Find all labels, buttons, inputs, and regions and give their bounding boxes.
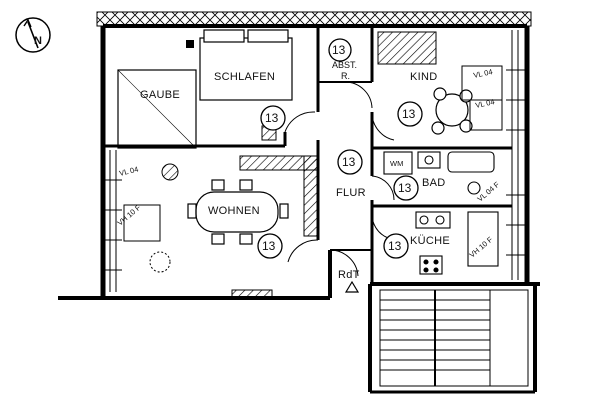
label-vl-wohnen: VL 04 (118, 165, 139, 178)
gaube-dormer (117, 69, 197, 149)
bad-fixtures (383, 151, 495, 195)
compass: N (15, 17, 51, 53)
room-label-bad: BAD (422, 177, 446, 189)
kind-wardrobe (377, 31, 437, 65)
outer-walls (58, 24, 540, 394)
label-vh-wohnen: VH 10 F (116, 203, 143, 228)
room-label-kind: KIND (410, 71, 437, 83)
label-vh-kueche: VH 10 F (468, 235, 495, 260)
room-label-flur: FLUR (336, 187, 366, 199)
room-label-rdt: RdT (338, 269, 360, 281)
north-label: N (34, 35, 42, 47)
doors (284, 81, 395, 277)
room-label-abstr-2: R. (341, 71, 350, 81)
roof-edge (96, 11, 532, 27)
kind-shelf (469, 99, 503, 131)
marker-abstr: 13 (332, 43, 346, 57)
pillar (186, 40, 194, 48)
sofa-corner (239, 155, 319, 237)
double-bed (199, 29, 293, 101)
room-label-kueche: KÜCHE (410, 235, 450, 247)
room-label-abstr: ABST. (332, 60, 357, 70)
dining-table (187, 179, 289, 245)
wohnen-plant-top (161, 163, 179, 181)
label-vl-kind-1: VL 04 (473, 67, 494, 80)
compass-ring (15, 17, 51, 53)
staircase (379, 289, 529, 387)
kind-table (431, 87, 473, 135)
north-arrow-icon (27, 21, 39, 49)
room-label-gaube: GAUBE (140, 89, 180, 101)
smoke-detector-icon (344, 280, 360, 293)
markers (257, 38, 423, 259)
marker-flur: 13 (342, 155, 356, 169)
room-label-wohnen: WOHNEN (208, 205, 260, 217)
windows-right (506, 30, 527, 280)
marker-kind: 13 (402, 107, 416, 121)
label-wm: WM (390, 159, 403, 168)
marker-kueche: 13 (388, 239, 402, 253)
kueche-fixtures (415, 211, 499, 275)
interior-walls (103, 26, 512, 284)
windows-left (103, 150, 122, 292)
wohnen-heater (231, 289, 273, 299)
marker-wohnen: 13 (262, 239, 276, 253)
marker-schlafen: 13 (265, 111, 279, 125)
wohnen-plant-bottom (149, 251, 171, 273)
room-label-schlafen: SCHLAFEN (214, 71, 275, 83)
label-vl-kind-2: VL 04 (475, 97, 496, 110)
marker-bad: 13 (398, 181, 412, 195)
wohnen-radiator-box (123, 204, 161, 242)
